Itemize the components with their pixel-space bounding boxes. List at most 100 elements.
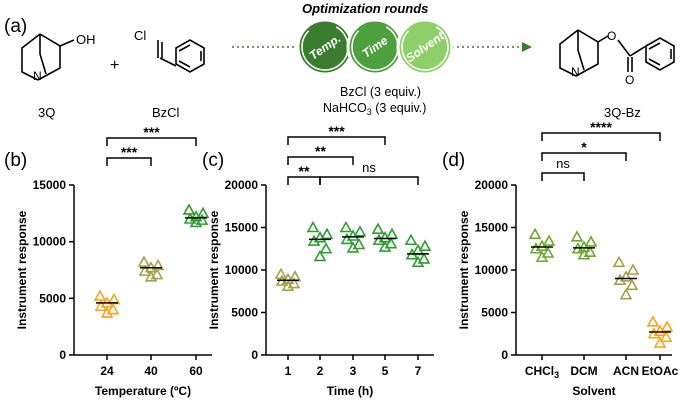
data-point bbox=[626, 263, 640, 275]
data-point bbox=[418, 239, 432, 251]
data-point bbox=[619, 270, 633, 282]
data-point bbox=[189, 210, 203, 222]
data-point bbox=[151, 258, 165, 271]
y-tick-label: 5000 bbox=[39, 291, 66, 305]
data-point bbox=[646, 315, 660, 327]
data-point bbox=[625, 278, 639, 291]
y-axis-title: Instrument response bbox=[457, 210, 471, 329]
panel-label-0: (b) bbox=[4, 150, 27, 171]
significance-label: *** bbox=[143, 124, 160, 140]
y-tick-label: 0 bbox=[251, 348, 258, 362]
structure-3q-oh: OH bbox=[76, 32, 96, 47]
data-point bbox=[384, 237, 398, 249]
x-tick-label: ACN bbox=[613, 364, 639, 378]
y-tick-label: 5000 bbox=[481, 306, 508, 320]
significance-bracket bbox=[287, 136, 386, 145]
data-point bbox=[150, 267, 164, 280]
data-point bbox=[353, 225, 367, 237]
structure-bzcl bbox=[157, 39, 205, 73]
data-point bbox=[528, 227, 542, 240]
significance-bracket bbox=[541, 172, 585, 181]
data-point bbox=[613, 273, 627, 286]
data-point bbox=[583, 245, 597, 257]
data-point bbox=[619, 288, 633, 300]
structure-3q-bz-carbonyl-oxygen: O bbox=[625, 73, 634, 87]
significance-bracket bbox=[541, 152, 627, 161]
x-tick-label: 24 bbox=[100, 364, 114, 378]
data-point bbox=[535, 239, 549, 251]
optimization-title: Optimization rounds bbox=[302, 1, 428, 16]
x-axis-title: Solvent bbox=[572, 384, 615, 398]
y-tick-label: 20000 bbox=[225, 178, 259, 192]
data-point bbox=[584, 235, 598, 247]
y-tick-label: 0 bbox=[501, 348, 508, 362]
data-point bbox=[189, 215, 203, 228]
x-tick-label: 1 bbox=[285, 364, 292, 378]
y-tick-label: 15000 bbox=[33, 178, 67, 192]
y-tick-label: 5000 bbox=[231, 306, 258, 320]
data-point bbox=[93, 289, 107, 301]
condition-reagent: BzCl (3 equiv.) bbox=[340, 85, 421, 99]
condition-base-name: NaHCO bbox=[323, 101, 367, 115]
data-point bbox=[404, 233, 418, 246]
x-tick-label: 5 bbox=[382, 364, 389, 378]
significance-label: ns bbox=[362, 160, 376, 175]
significance-label: **** bbox=[590, 119, 612, 135]
data-point bbox=[195, 213, 209, 225]
y-axis-title: Instrument response bbox=[207, 210, 221, 329]
reaction-scheme: (a) N OH 3Q + Cl BzCl Optimization round… bbox=[4, 1, 675, 120]
x-tick-label: EtOAc bbox=[642, 364, 679, 378]
significance-label: *** bbox=[121, 144, 138, 160]
significance-bracket bbox=[106, 137, 197, 146]
x-tick-label: 7 bbox=[415, 364, 422, 378]
data-point bbox=[144, 270, 158, 282]
x-tick-label: 60 bbox=[189, 364, 203, 378]
data-point bbox=[659, 330, 673, 342]
data-point bbox=[346, 241, 360, 253]
significance-bracket bbox=[541, 132, 661, 141]
structure-3q-bz-nitrogen: N bbox=[571, 65, 580, 79]
data-point bbox=[313, 231, 327, 243]
data-point bbox=[340, 232, 354, 245]
data-point bbox=[106, 303, 120, 315]
structure-3q-label: 3Q bbox=[38, 105, 55, 120]
structure-3q-bz bbox=[559, 29, 675, 77]
data-point bbox=[385, 227, 399, 240]
round-circle-2 bbox=[396, 18, 454, 76]
y-tick-label: 20000 bbox=[475, 178, 509, 192]
x-tick-label: 2 bbox=[317, 364, 324, 378]
y-axis-title: Instrument response bbox=[15, 210, 29, 329]
data-point bbox=[529, 242, 543, 254]
x-tick-label: DCM bbox=[570, 364, 597, 378]
significance-label: ** bbox=[315, 143, 326, 159]
structure-3q-bz-label: 3Q-Bz bbox=[604, 105, 641, 120]
data-point bbox=[281, 272, 295, 285]
condition-base-subscript: 3 bbox=[367, 107, 372, 117]
data-point bbox=[182, 203, 196, 215]
y-tick-label: 0 bbox=[59, 348, 66, 362]
x-axis-title: Time (h) bbox=[327, 384, 373, 398]
significance-label: *** bbox=[328, 123, 345, 139]
panel-label-a: (a) bbox=[4, 16, 27, 37]
data-point bbox=[319, 242, 333, 254]
data-point bbox=[542, 234, 556, 246]
plus-sign: + bbox=[110, 57, 119, 74]
structure-bzcl-cl: Cl bbox=[134, 28, 146, 43]
data-point bbox=[378, 240, 392, 252]
panel-label-1: (c) bbox=[202, 150, 224, 171]
condition-base: NaHCO3 (3 equiv.) bbox=[323, 101, 426, 117]
data-point bbox=[570, 230, 584, 242]
y-tick-label: 15000 bbox=[225, 221, 259, 235]
significance-label: * bbox=[581, 139, 587, 155]
data-point bbox=[339, 220, 353, 233]
panel-label-2: (d) bbox=[442, 150, 465, 171]
data-point bbox=[346, 229, 360, 241]
x-tick-label: 40 bbox=[144, 364, 158, 378]
x-tick-label: CHCl3 bbox=[525, 364, 559, 380]
structure-3q-bz-oxygen: O bbox=[607, 29, 616, 43]
data-point bbox=[137, 255, 151, 267]
